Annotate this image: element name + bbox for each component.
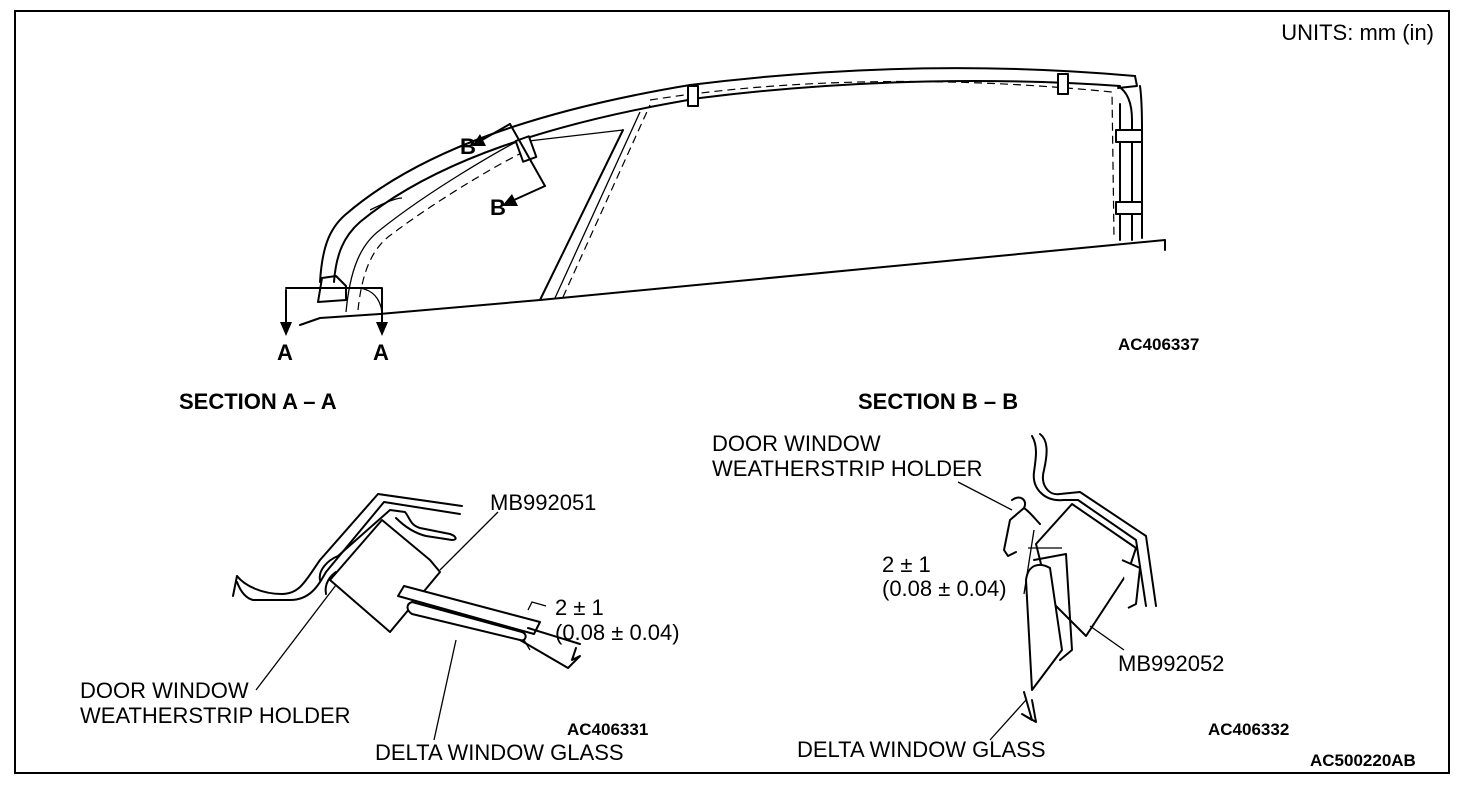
units-label: UNITS: mm (in) [1281, 20, 1434, 45]
section-marker-b-lower: B [490, 195, 506, 220]
molding-clip [1057, 73, 1069, 95]
section-b-drawing [957, 433, 1157, 741]
figure-code-left: AC406331 [567, 720, 648, 739]
molding-clip [1115, 201, 1143, 215]
section-b-holder-label-line2: WEATHERSTRIP HOLDER [712, 456, 983, 481]
section-a-holder-label-line2: WEATHERSTRIP HOLDER [80, 703, 351, 728]
figure-code-right: AC406332 [1208, 720, 1289, 739]
section-b-dimension: 2 ± 1 [882, 552, 931, 577]
figure-code-page: AC500220AB [1310, 751, 1416, 770]
section-a-dimension: 2 ± 1 [555, 595, 604, 620]
section-a-drawing [232, 493, 581, 741]
section-b-tool-label: MB992052 [1118, 651, 1224, 676]
molding-clip [1115, 129, 1143, 143]
section-marker-b-upper: B [460, 134, 476, 159]
section-b-title: SECTION B – B [858, 389, 1018, 414]
section-b-holder-label-line1: DOOR WINDOW [712, 431, 881, 456]
section-a-title: SECTION A – A [179, 389, 337, 414]
section-marker-a-left: A [277, 340, 293, 365]
figure-code-top: AC406337 [1118, 335, 1199, 354]
section-a-holder-label-line1: DOOR WINDOW [80, 678, 249, 703]
section-marker-a-right: A [373, 340, 389, 365]
diagram-frame [14, 10, 1450, 774]
door-frame-drawing [280, 67, 1166, 336]
section-b-glass-label: DELTA WINDOW GLASS [797, 737, 1046, 762]
section-b-dimension-inch: (0.08 ± 0.04) [882, 576, 1007, 601]
section-a-glass-label: DELTA WINDOW GLASS [375, 740, 624, 765]
molding-clip [687, 85, 699, 107]
section-a-dimension-inch: (0.08 ± 0.04) [555, 620, 680, 645]
section-a-tool-label: MB992051 [490, 490, 596, 515]
